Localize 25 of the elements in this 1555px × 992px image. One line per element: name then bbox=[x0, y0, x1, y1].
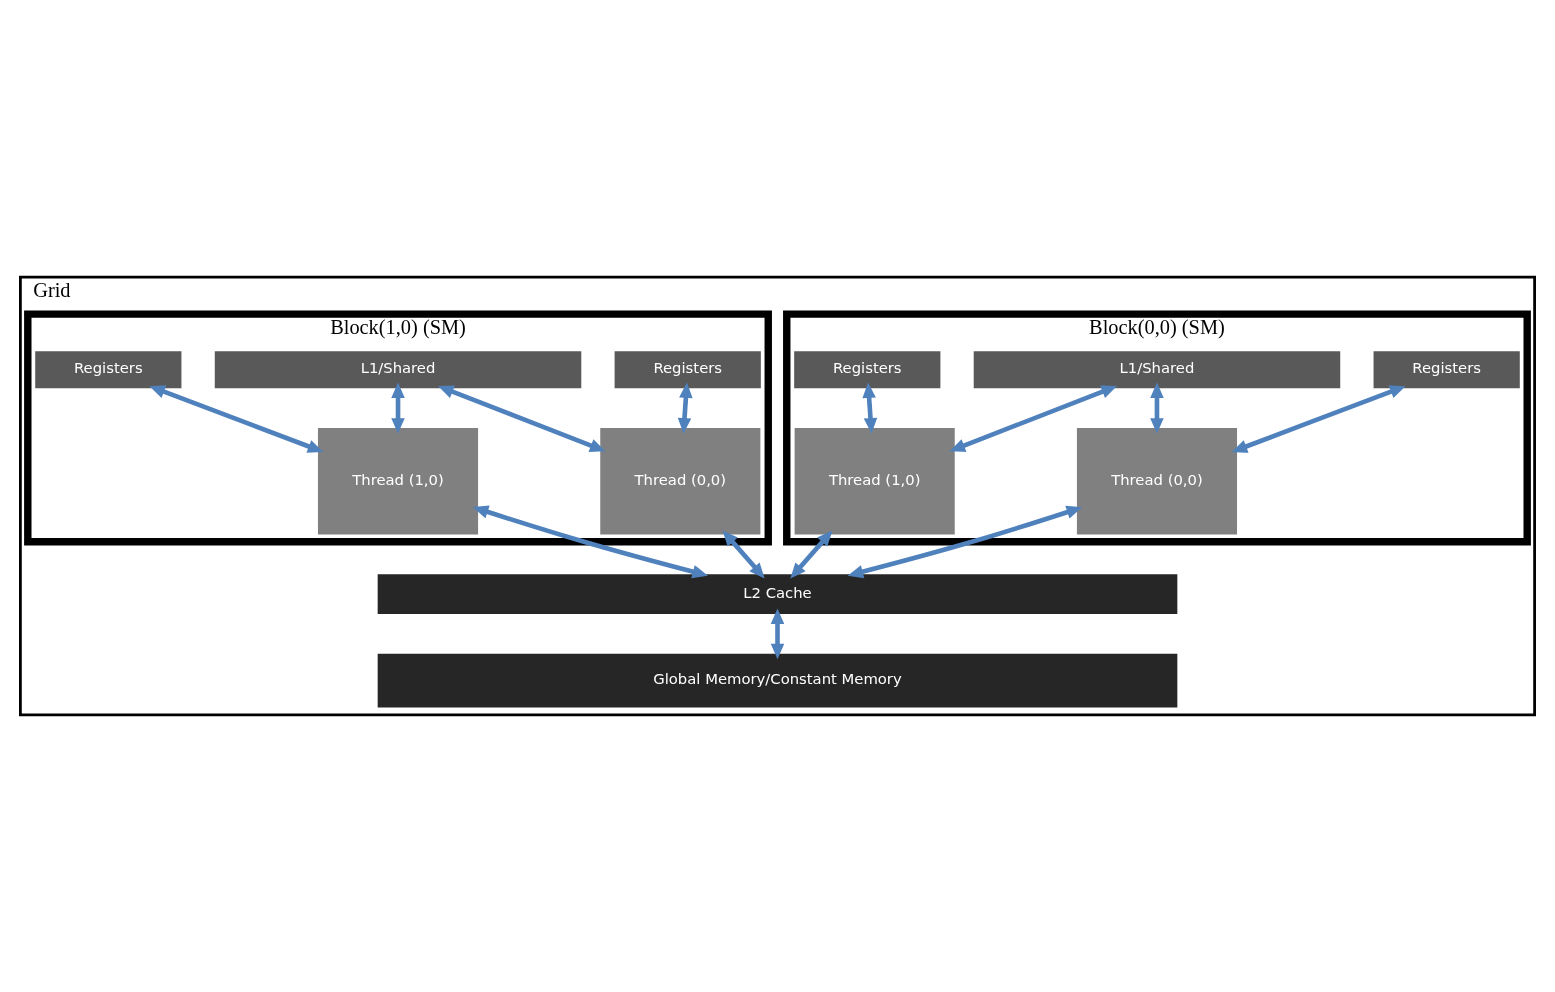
node-box: L1/Shared bbox=[214, 351, 582, 389]
arrow bbox=[149, 385, 324, 453]
arrow bbox=[1231, 385, 1406, 453]
arrow bbox=[472, 505, 708, 579]
arrow bbox=[722, 530, 765, 579]
node-box: L2 Cache bbox=[377, 574, 1178, 614]
node-box: Thread (0,0) bbox=[600, 427, 761, 535]
node-box: Thread (1,0) bbox=[317, 427, 479, 535]
arrow bbox=[790, 530, 833, 579]
arrow bbox=[770, 608, 785, 660]
arrow bbox=[391, 382, 405, 434]
node-box: Registers bbox=[614, 351, 761, 389]
arrow bbox=[862, 382, 878, 434]
node-box: L1/Shared bbox=[973, 351, 1341, 389]
node-box: Global Memory/Constant Memory bbox=[377, 653, 1178, 708]
node-box: Registers bbox=[35, 351, 182, 389]
node-box: Thread (1,0) bbox=[794, 427, 955, 535]
arrow bbox=[847, 505, 1083, 579]
arrow bbox=[677, 382, 693, 434]
node-box: Thread (0,0) bbox=[1076, 427, 1238, 535]
arrow bbox=[1150, 382, 1164, 434]
arrow bbox=[949, 385, 1117, 452]
node-box: Registers bbox=[794, 351, 941, 389]
node-box: Registers bbox=[1373, 351, 1520, 389]
arrow bbox=[438, 385, 606, 452]
